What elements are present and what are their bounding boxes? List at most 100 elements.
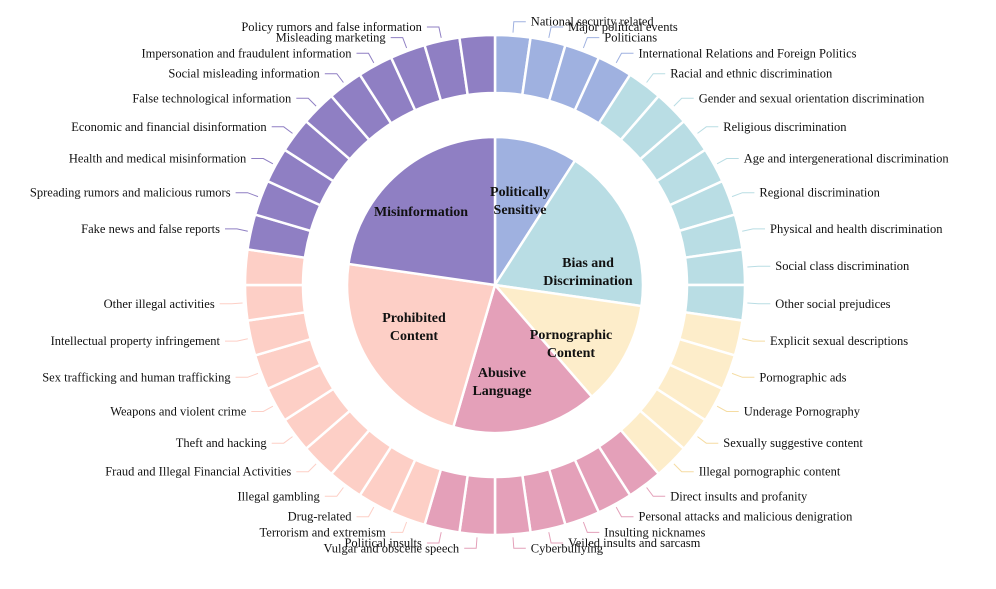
- subcategory-label-physical-and-health-discrimination: Physical and health discrimination: [770, 222, 943, 236]
- leader-line: [697, 126, 719, 134]
- category-label-porn: Content: [547, 346, 596, 361]
- subcategory-label-terrorism-and-extremism: Terrorism and extremism: [260, 525, 386, 539]
- leader-line: [731, 372, 755, 378]
- ring-segment-misinfo: [458, 33, 497, 97]
- subcategory-label-veiled-insults-and-sarcasm: Veiled insults and sarcasm: [568, 536, 701, 550]
- subcategory-label-economic-and-financial-disinformation: Economic and financial disinformation: [71, 120, 267, 134]
- subcategory-label-intellectual-property-infringement: Intellectual property infringement: [51, 334, 221, 348]
- subcategory-label-insulting-nicknames: Insulting nicknames: [604, 525, 705, 539]
- category-label-political: Sensitive: [494, 203, 547, 218]
- subcategory-label-international-relations-and-foreign-politics: International Relations and Foreign Poli…: [639, 46, 857, 60]
- subcategory-label-explicit-sexual-descriptions: Explicit sexual descriptions: [770, 334, 908, 348]
- subcategory-label-weapons-and-violent-crime: Weapons and violent crime: [110, 405, 247, 419]
- wedge-political: [493, 135, 577, 290]
- category-label-porn: Pornographic: [530, 328, 612, 343]
- wedge-abusive: [451, 282, 594, 435]
- subcategory-label-age-and-intergenerational-discrimination: Age and intergenerational discrimination: [744, 152, 950, 166]
- subcategory-label-spreading-rumors-and-malicious-rumors: Spreading rumors and malicious rumors: [30, 186, 231, 200]
- category-label-abusive: Abusive: [478, 366, 526, 381]
- subcategory-label-political-insults: Political insults: [344, 536, 422, 550]
- leader-line: [646, 73, 666, 83]
- leader-line: [582, 521, 600, 533]
- subcategory-label-theft-and-hacking: Theft and hacking: [176, 436, 268, 450]
- subcategory-label-sexually-suggestive-content: Sexually suggestive content: [723, 436, 863, 450]
- wedge-porn: [491, 283, 643, 399]
- leader-line: [512, 537, 526, 549]
- leader-line: [356, 52, 375, 64]
- subcategory-label-sex-trafficking-and-human-trafficking: Sex trafficking and human trafficking: [42, 370, 231, 384]
- subcategory-label-illegal-pornographic-content: Illegal pornographic content: [699, 465, 841, 479]
- inner-pie: [345, 135, 645, 435]
- wedge-bias: [492, 158, 645, 308]
- subcategory-label-policy-rumors-and-false-information: Policy rumors and false information: [241, 20, 422, 34]
- leader-line: [219, 302, 243, 305]
- leader-line: [742, 338, 765, 342]
- leader-line: [747, 265, 771, 268]
- leader-line: [225, 228, 248, 232]
- leader-line: [426, 532, 442, 544]
- subcategory-label-politicians: Politicians: [604, 31, 657, 45]
- leader-line: [356, 506, 375, 518]
- subcategory-label-fraud-and-illegal-financial-activities: Fraud and Illegal Financial Activities: [105, 465, 291, 479]
- subcategory-label-personal-attacks-and-malicious-denigration: Personal attacks and malicious denigrati…: [639, 510, 854, 524]
- subcategory-label-social-class-discrimination: Social class discrimination: [775, 259, 910, 273]
- leader-line: [646, 487, 666, 497]
- subcategory-label-gender-and-sexual-orientation-discrimination: Gender and sexual orientation discrimina…: [699, 91, 925, 105]
- subcategory-label-false-technological-information: False technological information: [132, 91, 292, 105]
- leader-line: [390, 37, 408, 49]
- leader-line: [324, 487, 344, 497]
- subcategory-label-regional-discrimination: Regional discrimination: [759, 186, 880, 200]
- leader-line: [271, 436, 293, 444]
- leader-line: [235, 372, 259, 378]
- leader-line: [716, 158, 739, 165]
- subcategory-label-illegal-gambling: Illegal gambling: [238, 489, 321, 503]
- subcategory-label-impersonation-and-fraudulent-information: Impersonation and fraudulent information: [141, 46, 352, 60]
- category-label-misinfo: Misinformation: [374, 205, 468, 220]
- subcategory-label-major-political-events: Major political events: [568, 20, 678, 34]
- leader-line: [548, 532, 564, 544]
- subcategory-label-religious-discrimination: Religious discrimination: [723, 120, 847, 134]
- leader-line: [296, 463, 317, 473]
- leader-line: [512, 21, 526, 33]
- leader-line: [271, 126, 293, 134]
- subcategory-label-vulgar-and-obscene-speech: Vulgar and obscene speech: [324, 541, 460, 555]
- leader-line: [673, 463, 694, 473]
- leader-line: [697, 436, 719, 444]
- category-label-abusive: Language: [472, 384, 531, 399]
- leader-line: [251, 405, 274, 412]
- subcategory-label-misleading-marketing: Misleading marketing: [276, 31, 387, 45]
- leader-line: [582, 37, 600, 49]
- leader-line: [548, 26, 564, 38]
- category-label-bias: Discrimination: [543, 274, 633, 289]
- leader-line: [742, 228, 765, 232]
- leader-line: [716, 405, 739, 412]
- outer-ring: [243, 33, 747, 537]
- category-label-prohibited: Content: [390, 329, 439, 344]
- subcategory-label-social-misleading-information: Social misleading information: [168, 67, 320, 81]
- leader-line: [615, 52, 634, 64]
- leader-line: [390, 521, 408, 533]
- category-label-political: Politically: [490, 185, 550, 200]
- subcategory-label-cyberbullying: Cyberbullying: [531, 541, 604, 555]
- subcategory-label-direct-insults-and-profanity: Direct insults and profanity: [670, 489, 808, 503]
- subcategory-label-other-illegal-activities: Other illegal activities: [104, 297, 215, 311]
- subcategory-label-fake-news-and-false-reports: Fake news and false reports: [81, 222, 220, 236]
- subcategory-label-health-and-medical-misinformation: Health and medical misinformation: [69, 152, 247, 166]
- leader-line: [464, 537, 478, 549]
- leader-lines: [219, 21, 771, 549]
- leader-line: [615, 506, 634, 518]
- subcategory-label-pornographic-ads: Pornographic ads: [759, 370, 846, 384]
- leader-line: [426, 26, 442, 38]
- subcategory-label-racial-and-ethnic-discrimination: Racial and ethnic discrimination: [670, 67, 833, 81]
- leader-line: [251, 158, 274, 165]
- category-label-prohibited: Prohibited: [382, 311, 446, 326]
- leader-line: [225, 338, 248, 342]
- leader-line: [324, 73, 344, 83]
- subcategory-label-other-social-prejudices: Other social prejudices: [775, 297, 890, 311]
- leader-line: [235, 192, 259, 198]
- wedge-prohibited: [345, 262, 497, 429]
- subcategory-label-underage-pornography: Underage Pornography: [744, 405, 861, 419]
- leader-line: [296, 97, 317, 107]
